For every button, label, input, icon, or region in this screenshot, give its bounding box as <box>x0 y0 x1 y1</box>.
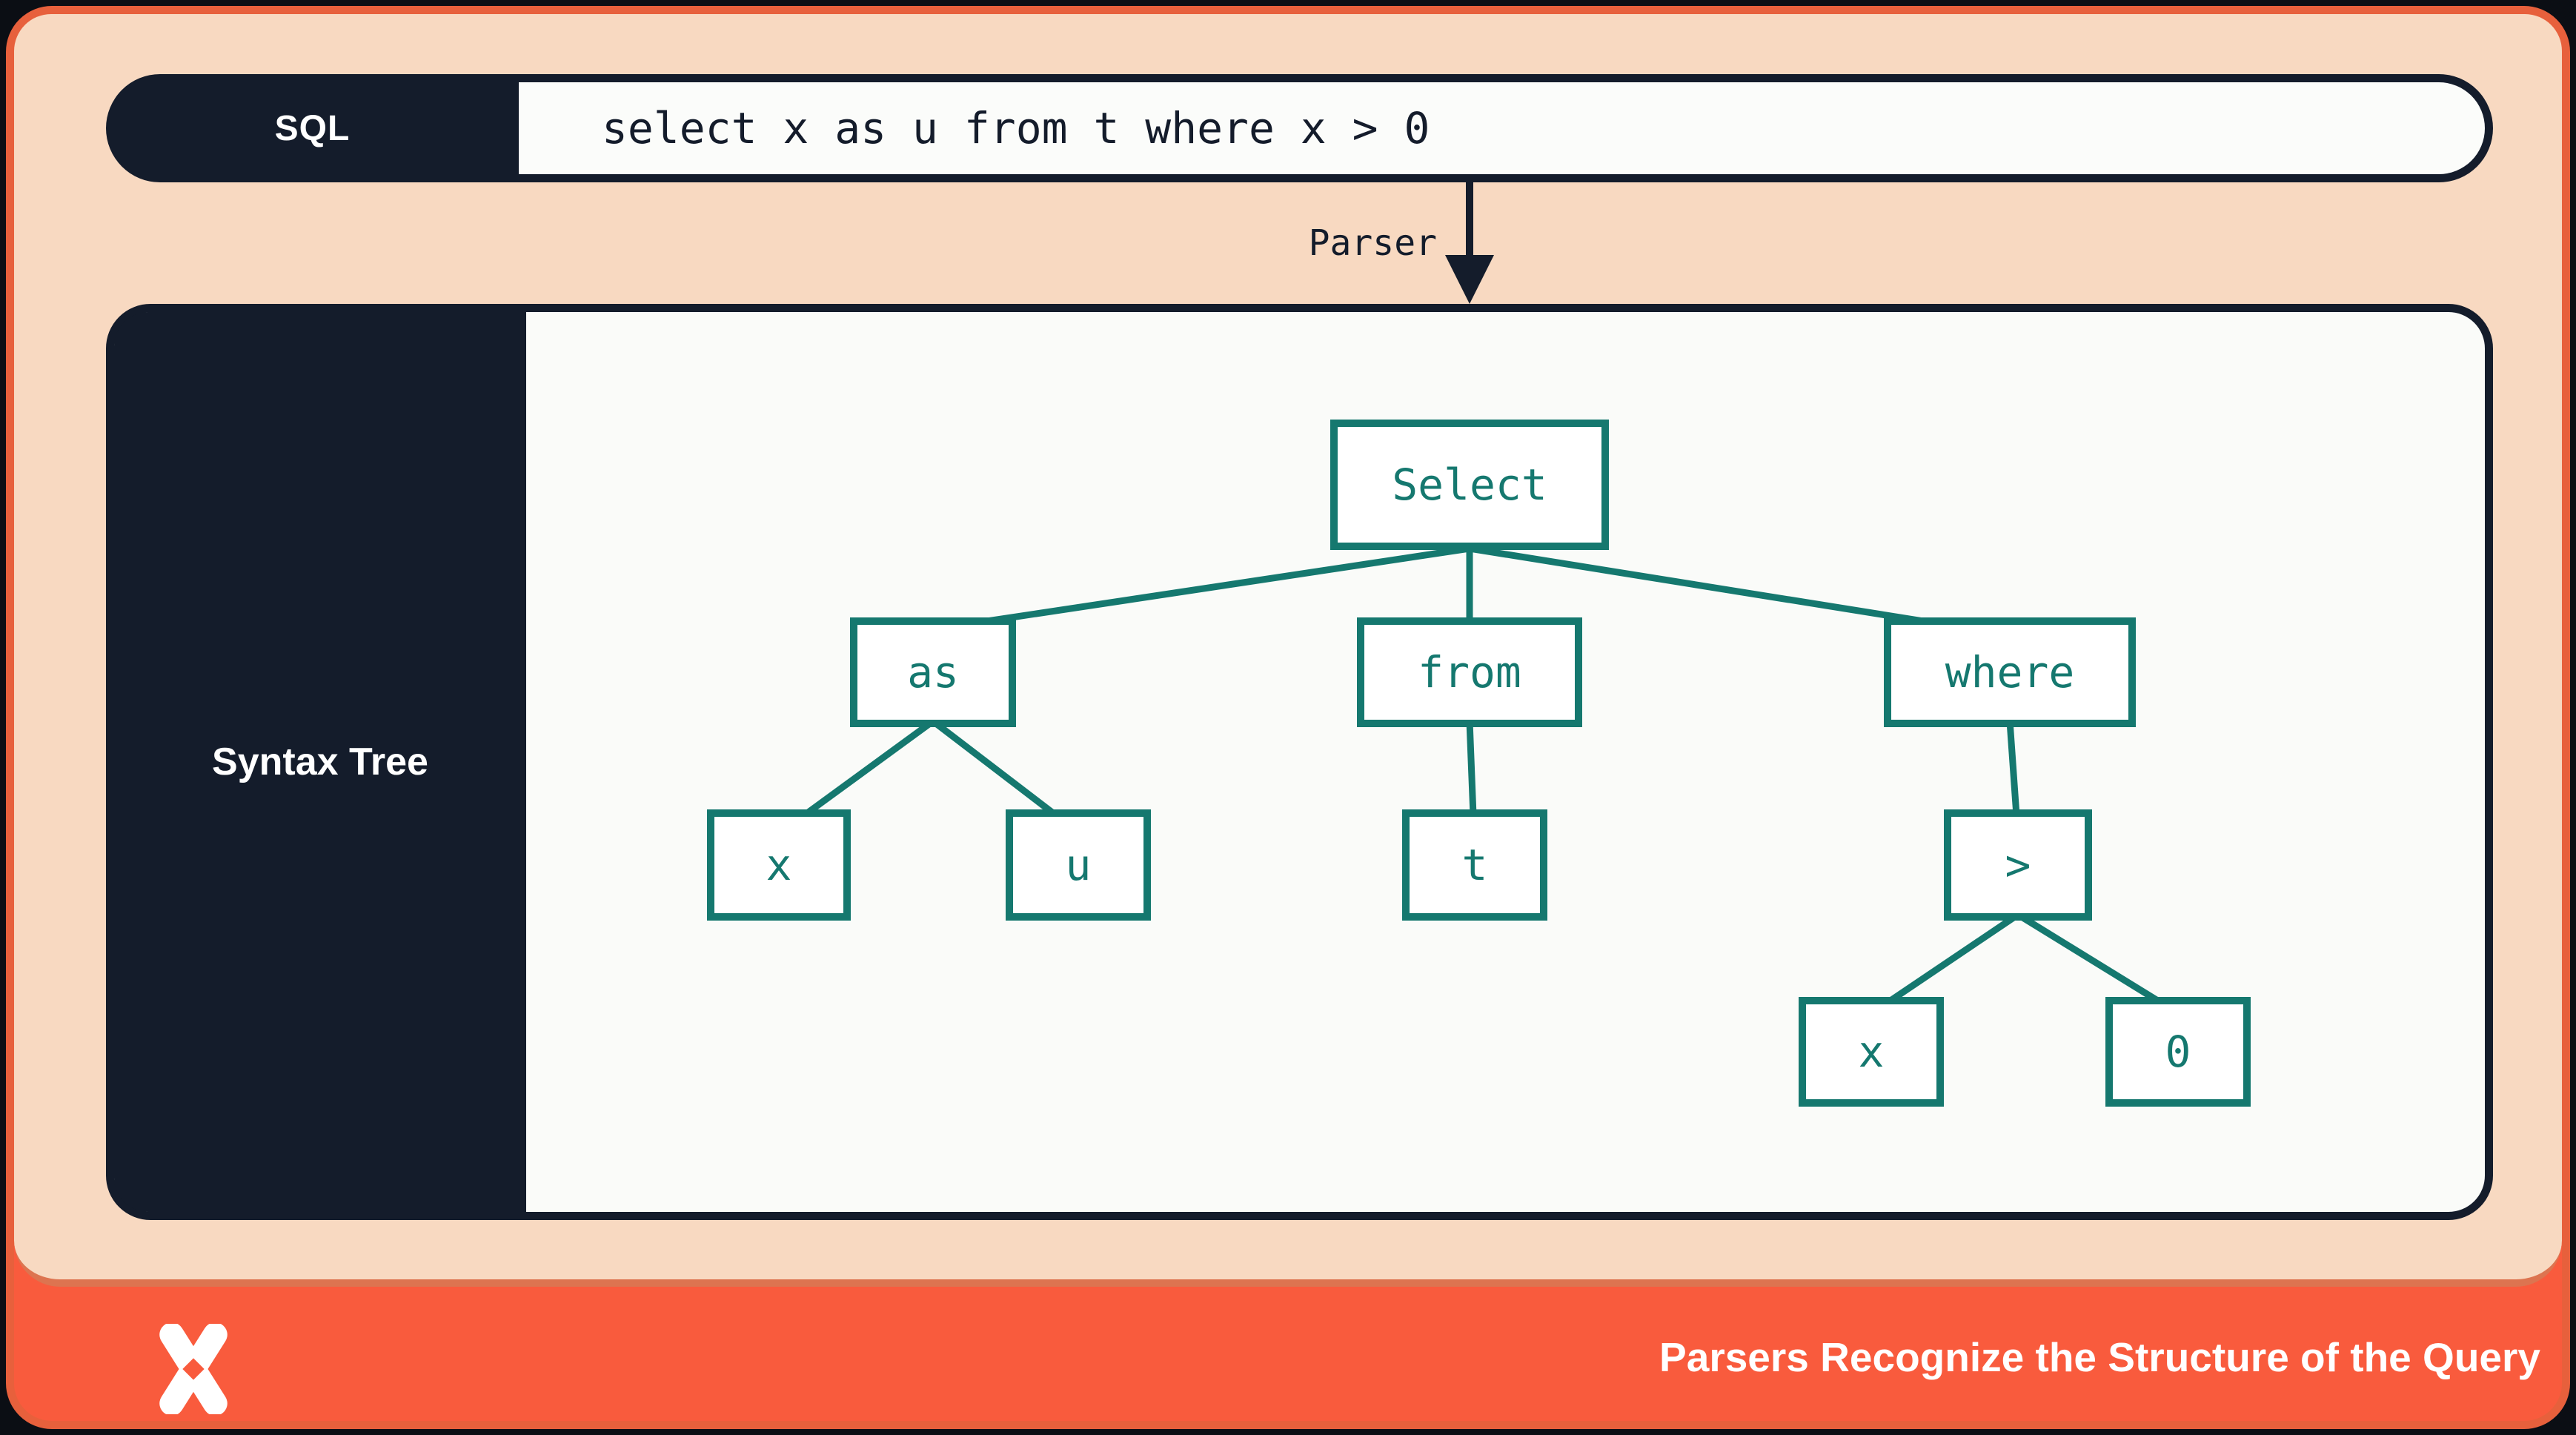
logo-diamond-cutout <box>182 1358 205 1380</box>
sql-bar: SQL select x as u from t where x > 0 <box>106 74 2493 182</box>
sql-query-text: select x as u from t where x > 0 <box>519 82 2485 174</box>
parser-arrow-line <box>1466 182 1473 258</box>
parser-arrow-head-icon <box>1445 255 1494 304</box>
tree-node-x-cond: x <box>1799 997 1944 1107</box>
sql-bar-label: SQL <box>274 108 351 148</box>
syntax-tree-panel: Syntax Tree <box>106 304 2493 1220</box>
tree-node-zero: 0 <box>2105 997 2251 1107</box>
tree-node-select: Select <box>1330 420 1609 550</box>
tree-node-u: u <box>1006 809 1151 921</box>
dolt-x-logo-icon <box>159 1324 228 1414</box>
tree-node-as: as <box>850 617 1016 727</box>
tree-node-gt: > <box>1944 809 2092 921</box>
tree-node-x-alias: x <box>707 809 851 921</box>
tree-node-t: t <box>1402 809 1547 921</box>
tree-node-where: where <box>1884 617 2136 727</box>
parser-label: Parser <box>1308 222 1437 264</box>
tree-node-from: from <box>1357 617 1582 727</box>
syntax-tree-panel-label: Syntax Tree <box>114 312 526 1212</box>
footer-caption: Parsers Recognize the Structure of the Q… <box>1659 1334 2540 1380</box>
